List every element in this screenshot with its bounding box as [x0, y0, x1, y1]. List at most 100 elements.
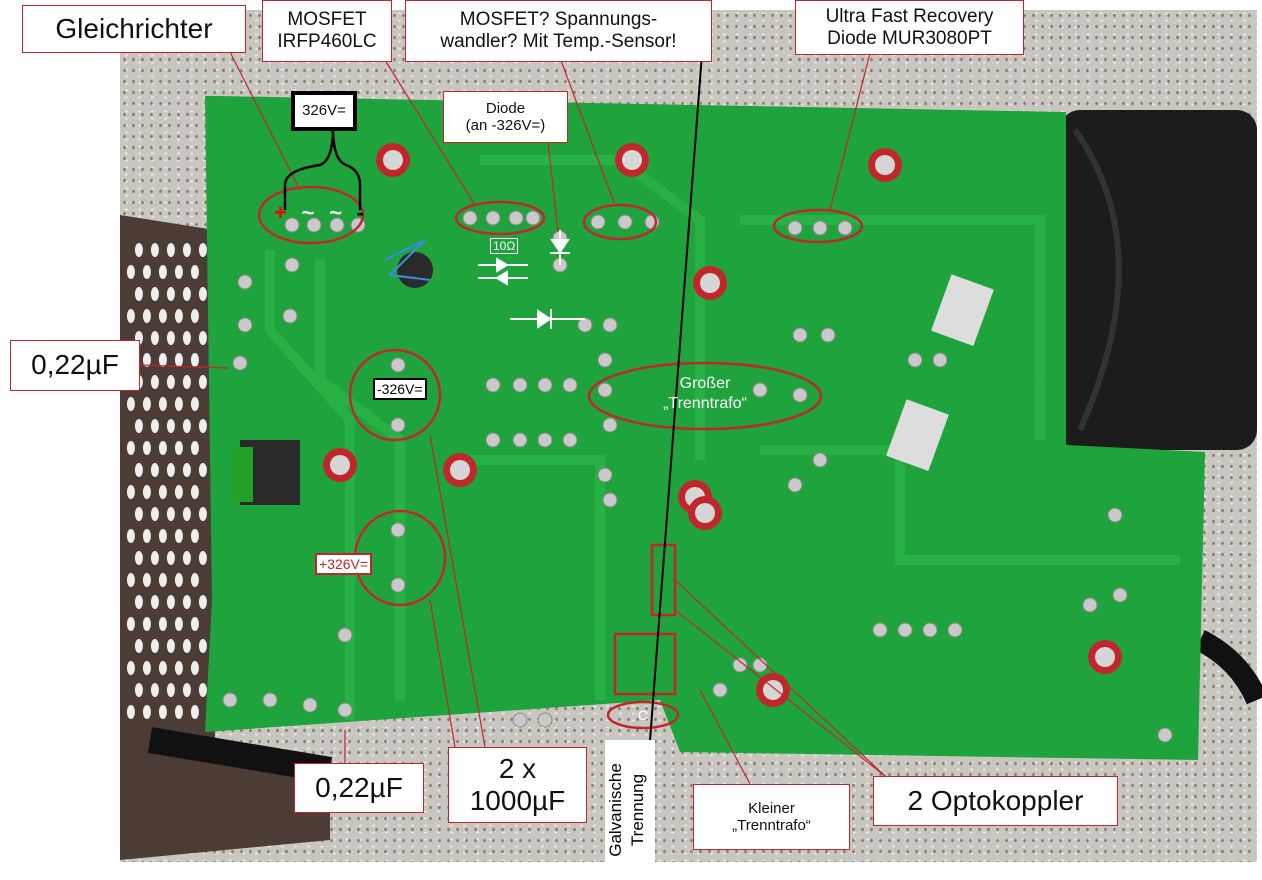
solder-pad: [932, 352, 948, 368]
perforation-hole: [182, 331, 191, 345]
solder-pad: [837, 220, 853, 236]
solder-pad: [237, 317, 253, 333]
perforation-hole: [126, 661, 135, 675]
perforation-hole: [134, 419, 143, 433]
solder-pad: [306, 217, 322, 233]
perforation-hole: [190, 705, 199, 719]
perforation-hole: [182, 375, 191, 389]
perforation-hole: [182, 287, 191, 301]
perforation-hole: [150, 551, 159, 565]
solder-pad: [812, 220, 828, 236]
perforation-hole: [182, 463, 191, 477]
solder-pad: [329, 217, 345, 233]
solder-pad: [792, 327, 808, 343]
solder-pad: [1082, 597, 1098, 613]
solder-pad: [812, 452, 828, 468]
perforation-hole: [126, 485, 135, 499]
solder-pad: [337, 627, 353, 643]
label-cap-bottom: 0,22µF: [294, 763, 424, 813]
label-line: Diode MUR3080PT: [827, 27, 992, 49]
screw-head: [383, 150, 403, 170]
screw-head: [330, 455, 350, 475]
solder-pad: [284, 257, 300, 273]
solder-pad: [602, 417, 618, 433]
smd-component: [931, 274, 994, 347]
solder-pad: [512, 712, 528, 728]
screw-head: [875, 155, 895, 175]
perforation-hole: [158, 661, 167, 675]
perforation-hole: [134, 507, 143, 521]
solder-pad: [872, 622, 888, 638]
screw-head: [700, 273, 720, 293]
perforation-hole: [158, 573, 167, 587]
solder-pad: [390, 417, 406, 433]
ac-symbol: ~: [301, 200, 315, 225]
perforation-hole: [198, 595, 207, 609]
perforation-hole: [142, 265, 151, 279]
perforation-hole: [198, 463, 207, 477]
solder-pad: [537, 432, 553, 448]
perforation-hole: [190, 441, 199, 455]
perforation-hole: [174, 573, 183, 587]
screw-head: [622, 150, 642, 170]
perforation-hole: [150, 419, 159, 433]
perforation-hole: [198, 287, 207, 301]
perforation-hole: [150, 375, 159, 389]
perforation-hole: [182, 551, 191, 565]
label-line: (an -326V=): [465, 117, 546, 134]
perforation-hole: [190, 309, 199, 323]
solder-pad: [792, 387, 808, 403]
perforation-hole: [158, 705, 167, 719]
perforation-hole: [134, 243, 143, 257]
perforation-hole: [150, 331, 159, 345]
solder-pad: [820, 327, 836, 343]
perforation-hole: [190, 661, 199, 675]
perforation-hole: [190, 265, 199, 279]
perforation-hole: [174, 309, 183, 323]
solder-pad: [602, 317, 618, 333]
solder-pad: [485, 210, 501, 226]
perforation-hole: [142, 353, 151, 367]
solder-pad: [752, 382, 768, 398]
solder-pad: [590, 214, 606, 230]
perforation-hole: [158, 617, 167, 631]
perforation-hole: [166, 243, 175, 257]
perforation-hole: [150, 683, 159, 697]
perforation-hole: [174, 485, 183, 499]
perforation-hole: [126, 705, 135, 719]
perforation-hole: [198, 243, 207, 257]
perforation-hole: [182, 507, 191, 521]
solder-pad: [787, 220, 803, 236]
perforation-hole: [126, 529, 135, 543]
perforation-hole: [182, 243, 191, 257]
solder-pad: [232, 355, 248, 371]
perforation-hole: [166, 507, 175, 521]
label-pos326: +326V=: [315, 553, 373, 575]
solder-pad: [1107, 507, 1123, 523]
solder-pad: [947, 622, 963, 638]
label-rectifier: Gleichrichter: [22, 5, 246, 53]
label-line: MOSFET: [287, 9, 367, 31]
solder-pad: [525, 210, 541, 226]
perforation-hole: [134, 595, 143, 609]
transistor: [397, 252, 433, 288]
solder-pad: [597, 467, 613, 483]
solder-pad: [752, 657, 768, 673]
label-diode: Diode(an -326V=): [443, 91, 568, 143]
perforation-hole: [158, 529, 167, 543]
perforation-hole: [198, 507, 207, 521]
solder-pad: [390, 357, 406, 373]
solder-pad: [787, 477, 803, 493]
perforation-hole: [158, 441, 167, 455]
label-line: MOSFET? Spannungs-: [459, 9, 658, 31]
perforation-hole: [198, 331, 207, 345]
screw-head: [695, 503, 715, 523]
solder-pad: [537, 377, 553, 393]
perforation-hole: [126, 397, 135, 411]
perforation-hole: [174, 441, 183, 455]
solder-pad: [462, 210, 478, 226]
